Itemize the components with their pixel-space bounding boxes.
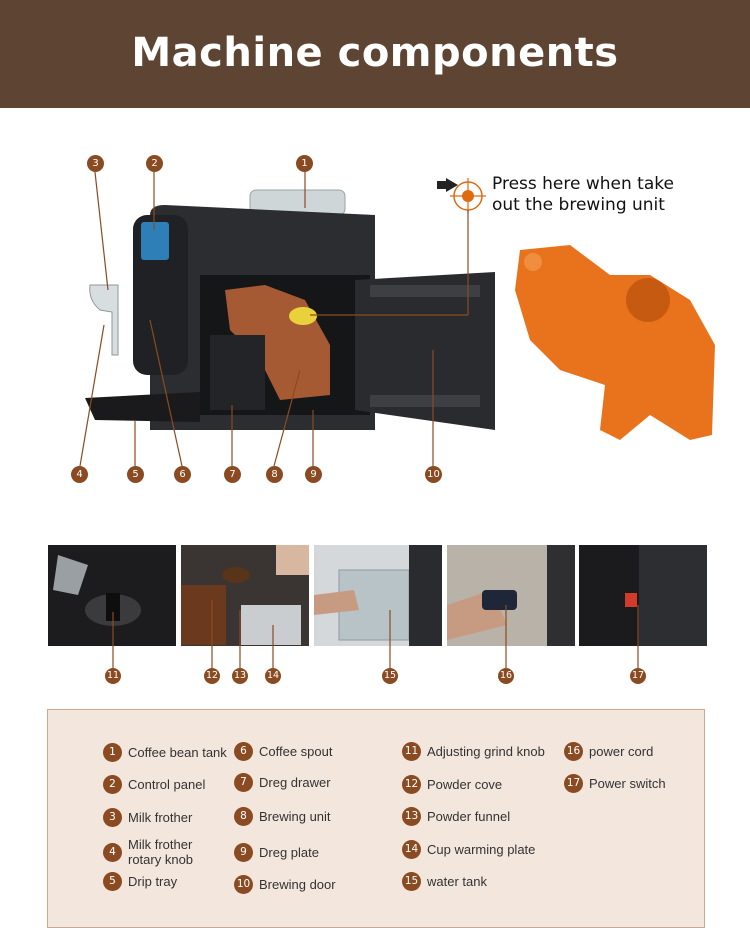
- detail-photo-water-tank: [314, 545, 442, 646]
- page-title: Machine components: [131, 30, 619, 76]
- marker-13: 13: [232, 668, 248, 684]
- marker-12: 12: [204, 668, 220, 684]
- marker-10: 10: [425, 466, 442, 483]
- marker-15: 15: [382, 668, 398, 684]
- marker-7: 7: [224, 466, 241, 483]
- marker-4: 4: [71, 466, 88, 483]
- detail-photo-powder: [181, 545, 309, 646]
- callout-line-2: out the brewing unit: [492, 195, 665, 215]
- marker-16: 16: [498, 668, 514, 684]
- marker-14: 14: [265, 668, 281, 684]
- marker-5: 5: [127, 466, 144, 483]
- marker-8: 8: [266, 466, 283, 483]
- detail-photo-power-switch: [579, 545, 707, 646]
- machine-illustration: [79, 171, 715, 467]
- marker-3: 3: [87, 155, 104, 172]
- marker-9: 9: [305, 466, 322, 483]
- control-panel-screen: [141, 222, 169, 260]
- callout-line-1: Press here when take: [492, 174, 674, 194]
- marker-17: 17: [630, 668, 646, 684]
- header-banner: Machine components: [0, 0, 750, 108]
- marker-11: 11: [105, 668, 121, 684]
- detail-photo-grind-knob: [48, 545, 176, 646]
- marker-1: 1: [296, 155, 313, 172]
- marker-6: 6: [174, 466, 191, 483]
- detail-photo-power-cord: [447, 545, 575, 646]
- brewing-door-shape: [355, 272, 495, 430]
- press-callout: Press here when take out the brewing uni…: [492, 174, 674, 216]
- marker-2: 2: [146, 155, 163, 172]
- detail-leader-lines: [112, 600, 639, 668]
- pointing-hand-icon: [437, 178, 458, 192]
